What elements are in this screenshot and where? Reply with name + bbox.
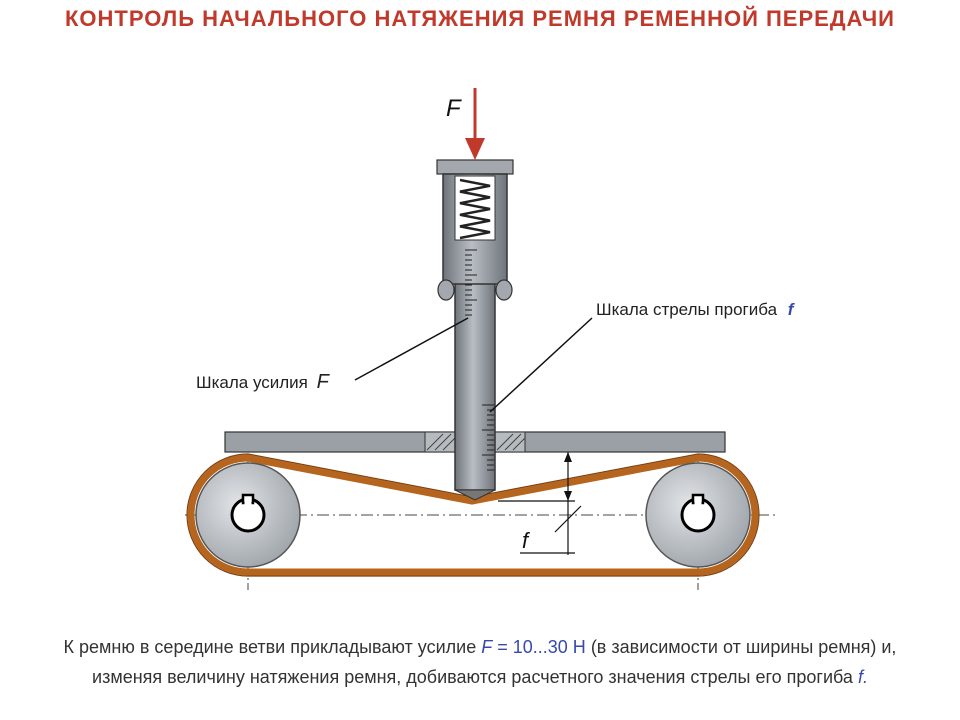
force-scale-leader	[354, 317, 469, 381]
deflection-scale-ticks	[482, 404, 494, 471]
spring	[459, 178, 491, 240]
deflection-dimension-label: f	[522, 528, 531, 553]
belt-outer	[186, 453, 760, 577]
deflection-dimension	[498, 452, 582, 555]
belt	[187, 454, 759, 576]
deflection-scale-label: Шкала стрелы прогиба f	[596, 300, 796, 319]
spring-housing	[436, 159, 514, 301]
caption: К ремню в середине ветви прикладывают ус…	[10, 632, 950, 692]
support-bar-left	[224, 431, 456, 453]
plunger-tip	[454, 489, 496, 501]
support-bar-right	[494, 431, 726, 453]
left-shaft-hole	[230, 493, 266, 533]
force-scale-ticks	[465, 249, 477, 316]
caption-line-1: К ремню в середине ветви прикладывают ус…	[63, 637, 897, 657]
caption-line-2: изменяя величину натяжения ремня, добива…	[92, 667, 868, 687]
deflection-scale-leader	[489, 317, 593, 413]
right-shaft-hole	[680, 493, 716, 533]
force-arrow-label: F	[446, 95, 462, 122]
force-arrow	[465, 88, 485, 160]
force-scale-label: Шкала усилия F	[196, 371, 331, 393]
page-title: КОНТРОЛЬ НАЧАЛЬНОГО НАТЯЖЕНИЯ РЕМНЯ РЕМЕ…	[64, 6, 895, 31]
